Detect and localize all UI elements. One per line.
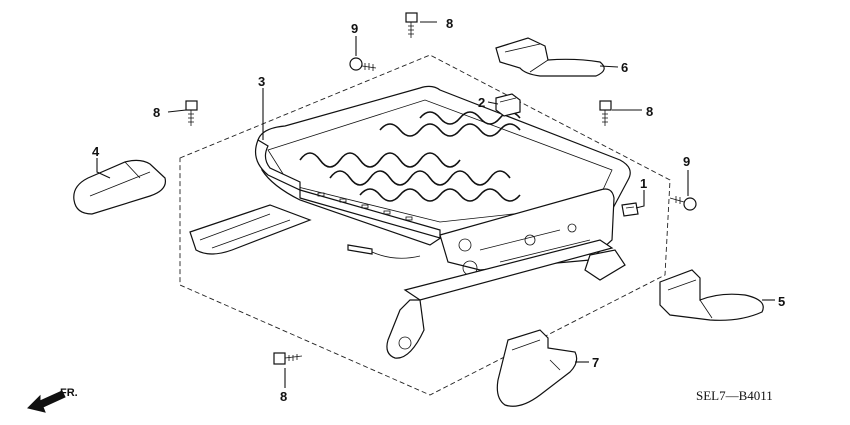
front-label: FR. xyxy=(60,387,78,399)
callout-7: 7 xyxy=(592,355,599,370)
callout-5: 5 xyxy=(778,294,785,309)
assembly-boundary xyxy=(179,54,671,396)
bolt-8-right xyxy=(599,100,612,126)
leader-lines xyxy=(96,21,775,388)
callout-8-bottom: 8 xyxy=(280,389,287,404)
callout-6: 6 xyxy=(621,60,628,75)
cover-part-7 xyxy=(496,329,578,407)
bolt-8-bottom xyxy=(273,352,303,365)
diagram-code: SEL7—B4011 xyxy=(696,388,773,403)
cover-part-5 xyxy=(659,269,764,321)
front-direction-indicator: FR. xyxy=(27,387,78,413)
callout-8-top: 8 xyxy=(446,16,453,31)
callout-8-right: 8 xyxy=(646,104,653,119)
callout-2: 2 xyxy=(478,95,485,110)
bolt-9-top xyxy=(349,57,377,71)
callout-9-top: 9 xyxy=(351,21,358,36)
seat-frame-assembly xyxy=(189,85,631,359)
bolt-9-right xyxy=(669,196,697,211)
callout-1: 1 xyxy=(640,176,647,191)
clip-part-1 xyxy=(621,202,639,217)
cover-part-6 xyxy=(495,37,605,77)
bolt-8-top xyxy=(405,12,418,38)
callout-labels: 1 2 3 4 5 6 7 8 8 8 8 9 9 xyxy=(92,16,785,404)
callout-4: 4 xyxy=(92,144,100,159)
callout-9-right: 9 xyxy=(683,154,690,169)
clip-part-2 xyxy=(495,93,521,117)
bolt-8-left xyxy=(185,100,198,126)
cover-part-4 xyxy=(73,159,167,215)
front-arrow-icon xyxy=(27,390,66,413)
callout-3: 3 xyxy=(258,74,265,89)
callout-8-left: 8 xyxy=(153,105,160,120)
